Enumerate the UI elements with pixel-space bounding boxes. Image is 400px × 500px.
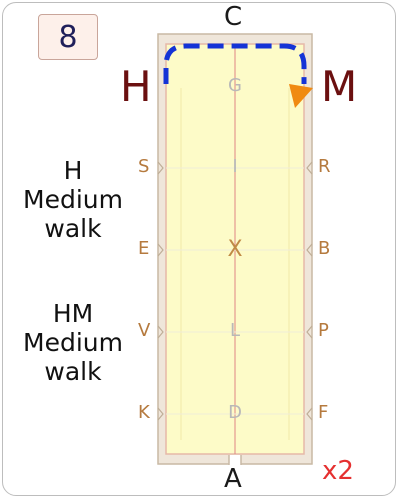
centre-letter-x: X	[227, 237, 243, 262]
corner-letter-m: M	[321, 62, 358, 111]
notch-f	[306, 407, 313, 421]
ridden-path	[163, 43, 307, 84]
notch-e	[157, 243, 164, 257]
repeat-count: x2	[322, 456, 354, 486]
side-letter-f: F	[318, 402, 329, 423]
side-letter-e: E	[138, 238, 150, 259]
notch-k	[157, 407, 164, 421]
end-letter-c: C	[224, 2, 243, 32]
notch-b	[306, 243, 313, 257]
instruction-1-line-1: H	[63, 156, 83, 185]
notch-v	[157, 325, 164, 339]
side-letter-b: B	[318, 238, 331, 259]
side-letter-r: R	[318, 156, 331, 177]
centre-letter-l: L	[229, 320, 241, 341]
instruction-2-line-2: Medium	[23, 328, 123, 357]
centre-letter-g: G	[228, 75, 242, 96]
instruction-2-line-1: HM	[52, 299, 94, 328]
centre-letter-i: I	[232, 156, 238, 177]
notch-s	[157, 161, 164, 175]
instruction-2-line-3: walk	[44, 357, 102, 386]
side-letter-v: V	[138, 320, 151, 341]
instruction-1-line-3: walk	[44, 214, 102, 243]
corner-letter-h: H	[120, 62, 152, 111]
instruction-block-2: HM Medium walk	[8, 299, 138, 386]
side-letter-k: K	[138, 402, 150, 423]
direction-arrow	[289, 84, 313, 108]
notch-r	[306, 161, 313, 175]
centre-letter-d: D	[228, 402, 242, 423]
side-letter-s: S	[138, 156, 150, 177]
test-number-badge: 8	[38, 14, 98, 60]
end-letter-a: A	[224, 464, 242, 494]
side-letter-p: P	[318, 320, 329, 341]
instruction-block-1: H Medium walk	[8, 156, 138, 243]
notch-p	[306, 325, 313, 339]
instruction-1-line-2: Medium	[23, 185, 123, 214]
entry-gap	[229, 455, 241, 465]
